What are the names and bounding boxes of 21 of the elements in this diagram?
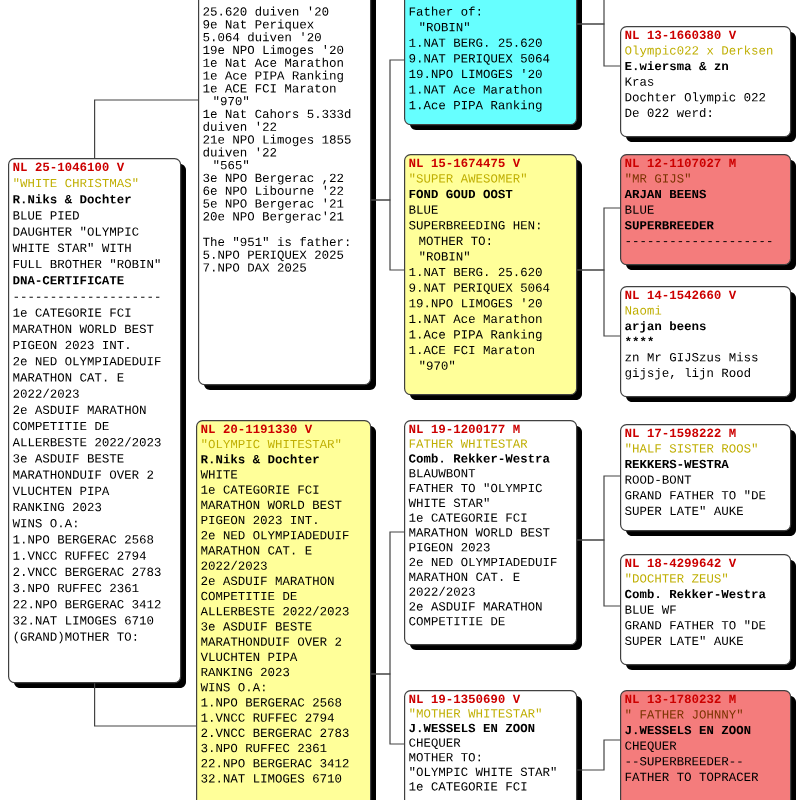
connector-line bbox=[370, 199, 405, 271]
pedigree-card bbox=[404, 0, 582, 130]
pedigree-card bbox=[404, 154, 582, 400]
pedigree-card bbox=[620, 26, 796, 142]
pedigree-card bbox=[404, 420, 582, 650]
pedigree-card bbox=[620, 690, 796, 800]
connector-line bbox=[576, 539, 621, 607]
pedigree-card bbox=[620, 424, 796, 536]
pedigree-card bbox=[198, 0, 376, 390]
pedigree-card bbox=[8, 158, 186, 688]
connector-line bbox=[94, 99, 199, 159]
connector-line bbox=[94, 682, 197, 727]
pedigree-card bbox=[196, 420, 376, 800]
connector-line bbox=[370, 673, 405, 745]
connector-line bbox=[576, 269, 621, 337]
connector-line bbox=[576, 0, 605, 25]
pedigree-card bbox=[620, 286, 796, 402]
pedigree-card bbox=[404, 690, 582, 800]
connector-line bbox=[576, 739, 621, 771]
pedigree-card bbox=[620, 554, 796, 670]
pedigree-card bbox=[620, 154, 796, 270]
